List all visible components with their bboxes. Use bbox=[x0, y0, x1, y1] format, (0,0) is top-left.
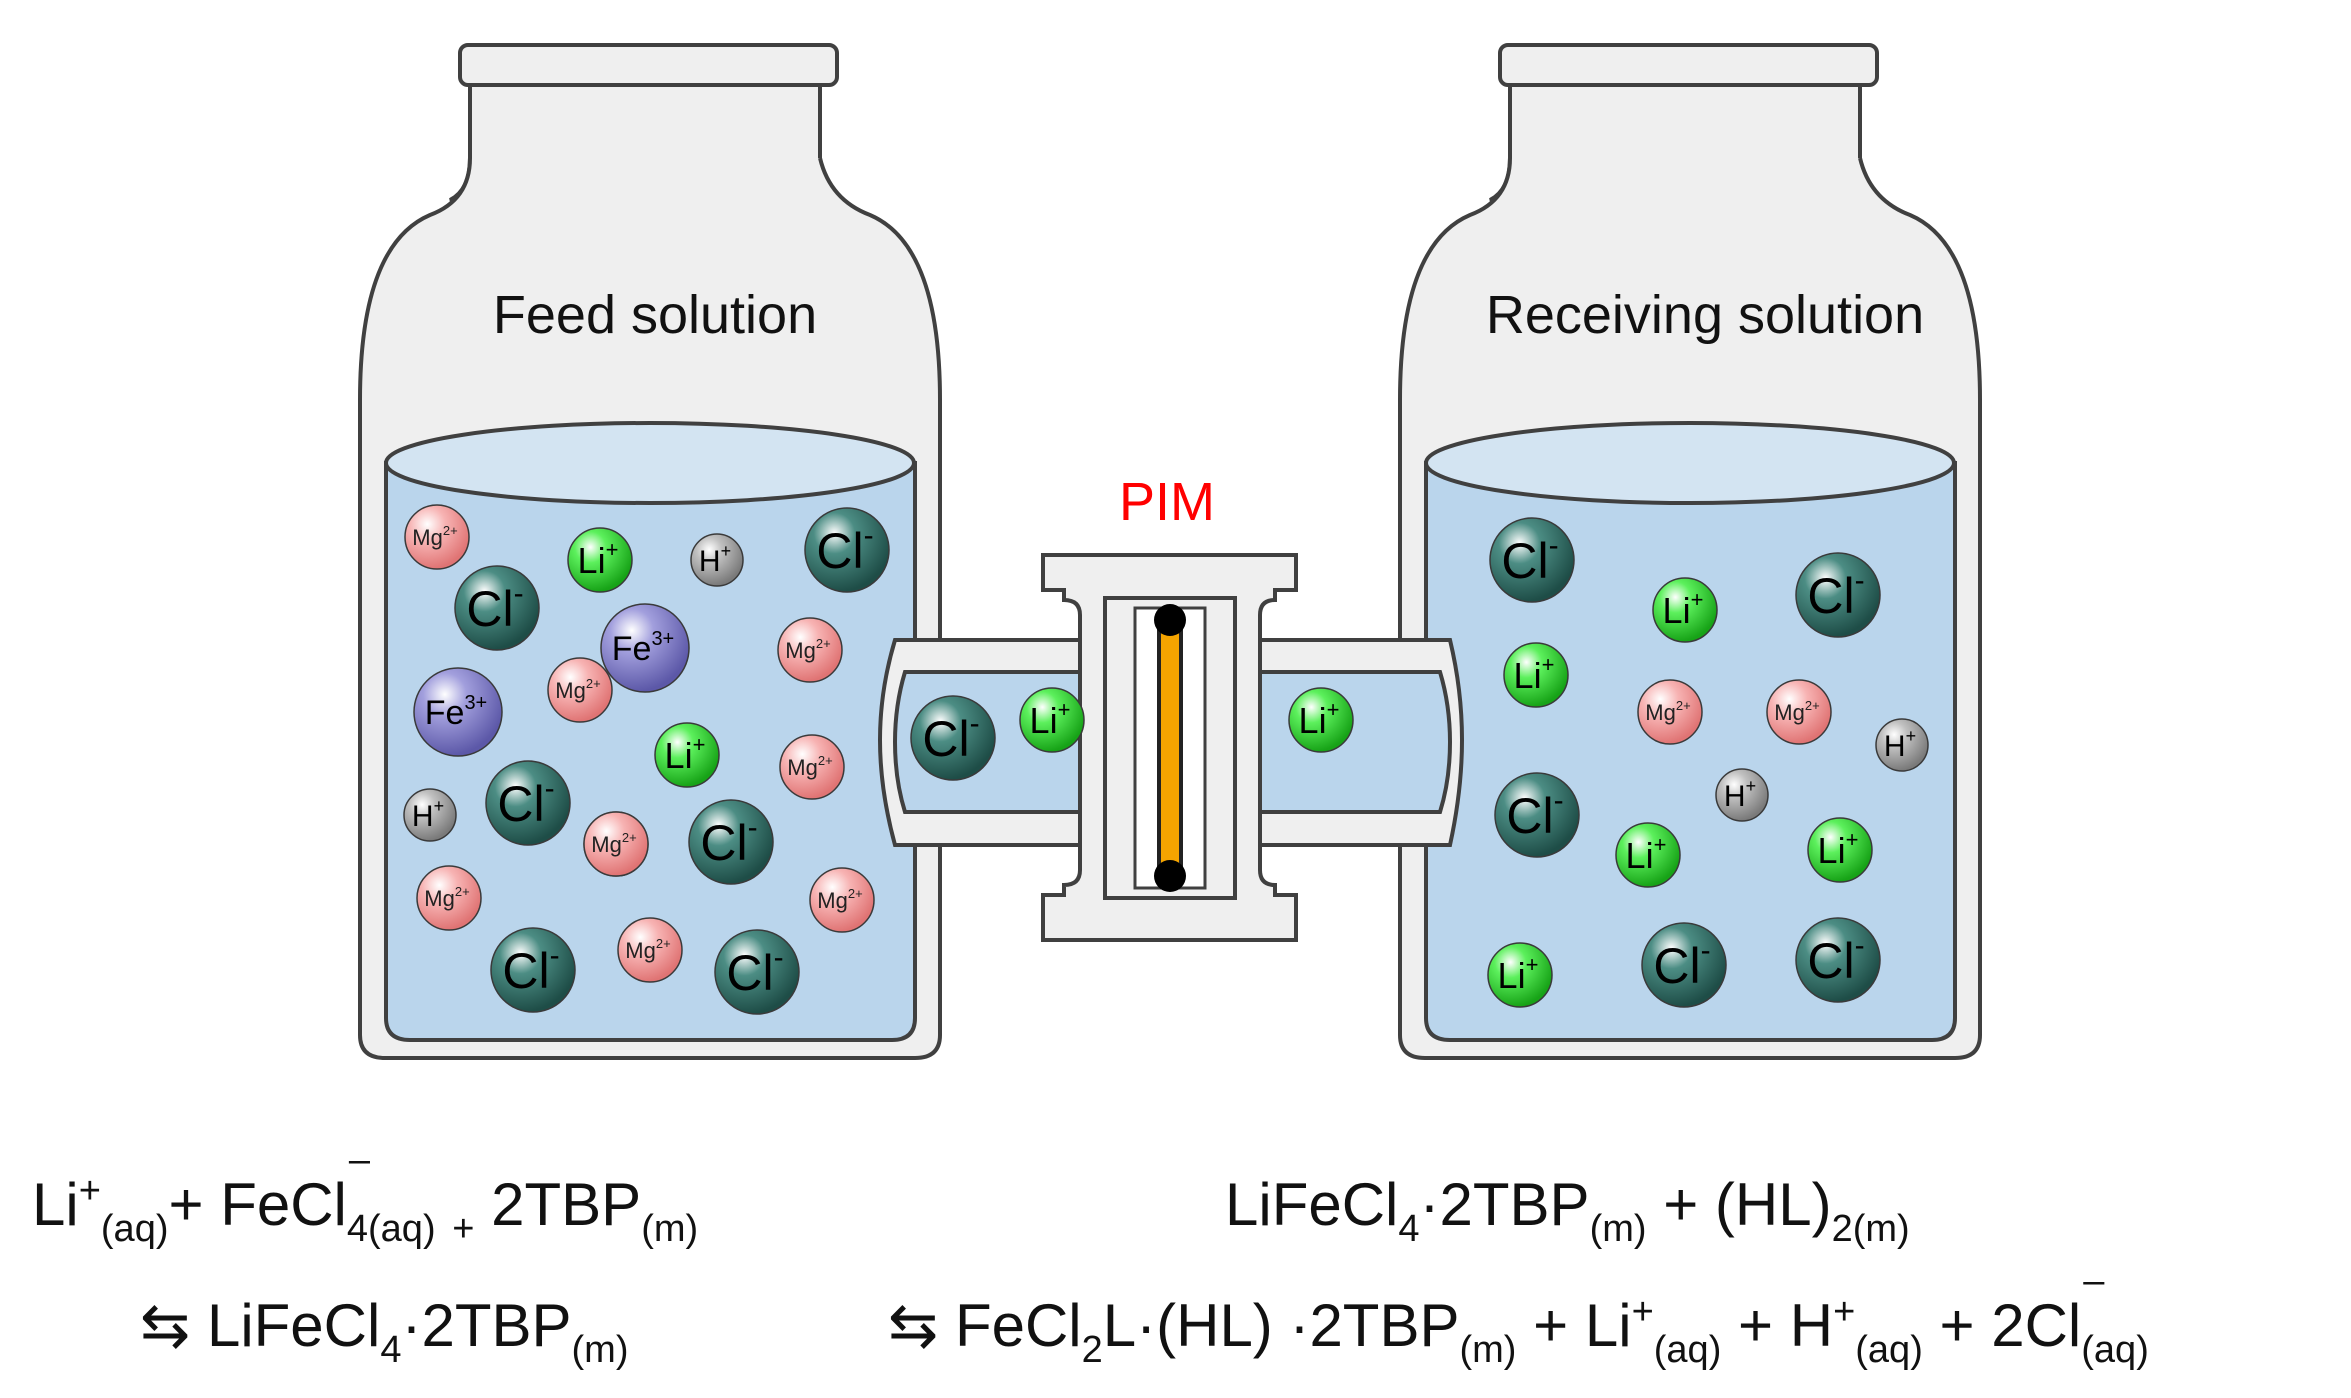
li-ion-label: Li+ bbox=[1514, 652, 1555, 696]
cl-ion bbox=[485, 760, 571, 846]
pim-seal-bottom bbox=[1154, 860, 1186, 892]
mg-ion bbox=[779, 734, 845, 800]
feed-liquid-surface bbox=[384, 421, 916, 505]
mg-ion bbox=[777, 617, 843, 683]
mg-ion bbox=[1637, 679, 1703, 745]
h-ion bbox=[1715, 768, 1769, 822]
cl-ion bbox=[804, 507, 890, 593]
pim-label: PIM bbox=[1119, 472, 1215, 532]
equation-right-line2: ⇆ FeCl2L·(HL) ·2TBP(m) + Li+(aq) + H+(aq… bbox=[888, 1260, 2149, 1371]
cl-ion-label: Cl- bbox=[922, 707, 979, 767]
li-ion-label: Li+ bbox=[1626, 832, 1667, 876]
cl-ion bbox=[910, 695, 996, 781]
mg-ion bbox=[809, 867, 875, 933]
h-ion-label: H+ bbox=[1724, 776, 1756, 813]
tube-ions: Cl-Li+Li+ bbox=[910, 687, 1354, 781]
li-ion bbox=[567, 527, 633, 593]
cl-ion bbox=[454, 565, 540, 651]
receiving-ions: Cl-Li+Cl-Li+Mg2+Mg2+H+Cl-H+Li+Li+Li+Cl-C… bbox=[1487, 517, 1929, 1008]
equation-right-line1: LiFeCl4·2TBP(m) + (HL)2(m) bbox=[1225, 1171, 1910, 1250]
li-ion-label: Li+ bbox=[1030, 697, 1071, 741]
h-ion bbox=[403, 788, 457, 842]
mg-ion-label: Mg2+ bbox=[412, 523, 457, 550]
li-ion bbox=[1503, 642, 1569, 708]
pim-membrane bbox=[1157, 618, 1183, 877]
mg-ion-label: Mg2+ bbox=[555, 676, 600, 703]
h-ion bbox=[1875, 718, 1929, 772]
receiving-liquid-surface bbox=[1424, 421, 1956, 505]
fe-ion bbox=[413, 667, 503, 757]
feed-ions: Mg2+Li+H+Cl-Cl-Fe3+Mg2+Mg2+Fe3+Mg2+Li+Mg… bbox=[403, 504, 890, 1015]
mg-ion-label: Mg2+ bbox=[785, 636, 830, 663]
cl-ion bbox=[1494, 772, 1580, 858]
equation-left-line1: Li+(aq)+ FeCl–4(aq) + 2TBP(m) bbox=[32, 1139, 699, 1250]
cl-ion bbox=[490, 927, 576, 1013]
cl-ion bbox=[1489, 517, 1575, 603]
li-ion bbox=[1019, 687, 1085, 753]
h-ion bbox=[690, 533, 744, 587]
cl-ion bbox=[714, 929, 800, 1015]
mg-ion bbox=[583, 811, 649, 877]
li-ion bbox=[1652, 577, 1718, 643]
pim-holder: PIM bbox=[1041, 472, 1298, 942]
li-ion bbox=[654, 722, 720, 788]
equation-left-line2: ⇆ LiFeCl4·2TBP(m) bbox=[140, 1292, 629, 1371]
cl-ion bbox=[1641, 922, 1727, 1008]
li-ion bbox=[1615, 822, 1681, 888]
pim-seal-top bbox=[1154, 604, 1186, 636]
li-ion bbox=[1288, 687, 1354, 753]
cl-ion bbox=[688, 799, 774, 885]
fe-ion bbox=[600, 603, 690, 693]
h-ion-label: H+ bbox=[1884, 726, 1916, 763]
receiving-bottle-cap bbox=[1498, 43, 1879, 87]
mg-ion bbox=[1766, 679, 1832, 745]
cl-ion bbox=[1795, 552, 1881, 638]
mg-ion bbox=[404, 504, 470, 570]
feed-bottle-cap bbox=[458, 43, 839, 87]
receiving-solution-label: Receiving solution bbox=[1486, 285, 1924, 345]
mg-ion bbox=[416, 865, 482, 931]
mg-ion bbox=[617, 917, 683, 983]
li-ion bbox=[1487, 942, 1553, 1008]
receiving-bottle: Receiving solution bbox=[1398, 43, 1982, 1060]
feed-solution-label: Feed solution bbox=[493, 285, 817, 345]
mg-ion bbox=[547, 657, 613, 723]
cl-ion bbox=[1795, 917, 1881, 1003]
li-ion-label: Li+ bbox=[578, 537, 619, 581]
li-ion bbox=[1807, 817, 1873, 883]
